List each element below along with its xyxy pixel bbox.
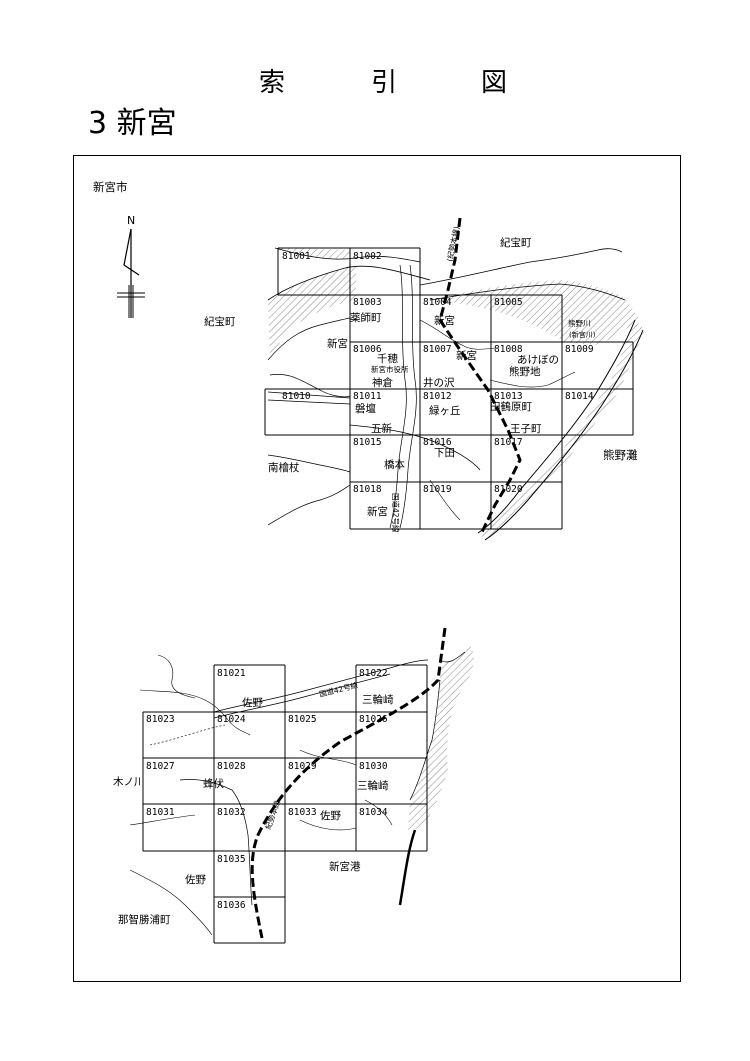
city-label: 新宮市 [93, 180, 128, 194]
cell-81004[interactable]: 81004 [423, 297, 452, 308]
place-banjo: 磐壇 [355, 402, 376, 415]
cell-81026[interactable]: 81026 [359, 714, 388, 725]
cell-81024[interactable]: 81024 [217, 714, 246, 725]
cell-81010[interactable]: 81010 [282, 391, 311, 402]
jr-line-upper: (紀勢本線) [444, 225, 461, 262]
place-inosawa: 井の沢 [423, 376, 455, 389]
place-shingu-1: 新宮 [434, 314, 455, 327]
cell-81006[interactable]: 81006 [353, 344, 382, 355]
cell-81025[interactable]: 81025 [288, 714, 317, 725]
place-miwasaki-2: 三輪崎 [357, 779, 389, 792]
place-tazuhara: 田鶴原町 [490, 400, 532, 413]
cell-81005[interactable]: 81005 [494, 297, 523, 308]
place-minami-hinoki: 南檜杖 [268, 461, 300, 474]
place-shimoda: 下田 [434, 447, 455, 459]
place-kinokawa: 木ノ川 [113, 776, 145, 788]
place-kamikura: 神倉 [372, 376, 393, 389]
upper-river-hatch [430, 280, 640, 345]
cell-81014[interactable]: 81014 [565, 391, 594, 402]
cell-81029[interactable]: 81029 [288, 761, 317, 772]
cell-81012[interactable]: 81012 [423, 391, 452, 402]
place-kumanogawa: 熊野川 [568, 318, 591, 328]
place-kiho-right: 紀宝町 [500, 236, 532, 249]
upper-coast-hatch [275, 248, 350, 259]
cell-81035[interactable]: 81035 [217, 854, 246, 865]
place-sano-3: 佐野 [185, 873, 206, 886]
north-arrow-icon: N [117, 214, 145, 318]
lower-coast-hatch [408, 645, 475, 832]
jr-line-lower: 紀勢本線 [262, 799, 282, 831]
lower-grid [142, 664, 428, 944]
cell-81009[interactable]: 81009 [565, 344, 594, 355]
cell-81022[interactable]: 81022 [359, 668, 388, 679]
cell-81003[interactable]: 81003 [353, 297, 382, 308]
lower-map: 81021 81022 81023 81024 81025 81026 8102… [113, 627, 475, 944]
place-midorigaoka: 緑ヶ丘 [429, 404, 461, 417]
place-sano-2: 佐野 [320, 809, 341, 822]
place-chiho: 千穂 [377, 352, 398, 365]
title-char-2: 引 [371, 68, 398, 98]
place-shinguko: 新宮港 [329, 860, 361, 873]
place-nachikatsuura: 那智勝浦町 [118, 913, 171, 926]
cell-81032[interactable]: 81032 [217, 807, 246, 818]
route-42-upper: 国道42号線 [391, 493, 401, 533]
place-kumanogawa-sub: (新宮川) [569, 330, 596, 339]
place-akebono: あけぼの [517, 354, 559, 366]
cell-81023[interactable]: 81023 [146, 714, 175, 725]
place-shingu-2: 新宮 [327, 337, 348, 350]
cell-81033[interactable]: 81033 [288, 807, 317, 818]
place-shingu-bottom: 新宮 [367, 505, 388, 518]
cell-81027[interactable]: 81027 [146, 761, 175, 772]
route-42-lower: 国道42号線 [318, 680, 359, 699]
cell-81002[interactable]: 81002 [353, 251, 382, 262]
place-yakushi: 薬師町 [350, 311, 382, 324]
place-hachibushi: 蜂伏 [203, 777, 224, 790]
cell-81020[interactable]: 81020 [494, 484, 523, 495]
cell-81016[interactable]: 81016 [423, 437, 452, 448]
cell-81028[interactable]: 81028 [217, 761, 246, 772]
place-hashimoto: 橋本 [384, 458, 405, 471]
cell-81008[interactable]: 81008 [494, 344, 523, 355]
cell-81015[interactable]: 81015 [353, 437, 382, 448]
upper-grid [264, 247, 634, 530]
cell-81031[interactable]: 81031 [146, 807, 175, 818]
place-kumanochi: 熊野地 [509, 365, 541, 378]
upper-coast-hatch-2 [268, 262, 356, 360]
cell-81001[interactable]: 81001 [282, 251, 311, 262]
cell-81013[interactable]: 81013 [494, 391, 523, 402]
cell-81034[interactable]: 81034 [359, 807, 388, 818]
cell-81017[interactable]: 81017 [494, 437, 523, 448]
cell-81021[interactable]: 81021 [217, 668, 246, 679]
cell-81036[interactable]: 81036 [217, 900, 246, 911]
title-char-1: 索 [259, 68, 286, 98]
cell-81019[interactable]: 81019 [423, 484, 452, 495]
cell-81018[interactable]: 81018 [353, 484, 382, 495]
cell-81007[interactable]: 81007 [423, 344, 452, 355]
page-subtitle: 3 新宮 [88, 106, 177, 141]
cell-81011[interactable]: 81011 [353, 391, 382, 402]
place-miwasaki-1: 三輪崎 [362, 693, 394, 706]
place-ojicho: 王子町 [510, 423, 542, 435]
title-char-3: 図 [481, 68, 508, 98]
index-map-title: 索 引 図 [0, 62, 750, 102]
place-city-hall: 新宮市役所 [371, 364, 409, 374]
place-shingu-3: 新宮 [456, 349, 477, 362]
cell-81030[interactable]: 81030 [359, 761, 388, 772]
map-frame [73, 155, 681, 982]
place-kiho-left: 紀宝町 [204, 315, 236, 328]
svg-text:N: N [127, 214, 135, 227]
upper-map: 81001 81002 81003 81004 81005 81006 8100… [204, 217, 645, 541]
place-kumanonada: 熊野灘 [603, 448, 638, 462]
place-sano-1: 佐野 [242, 696, 263, 709]
place-goshin: 五新 [371, 422, 392, 435]
